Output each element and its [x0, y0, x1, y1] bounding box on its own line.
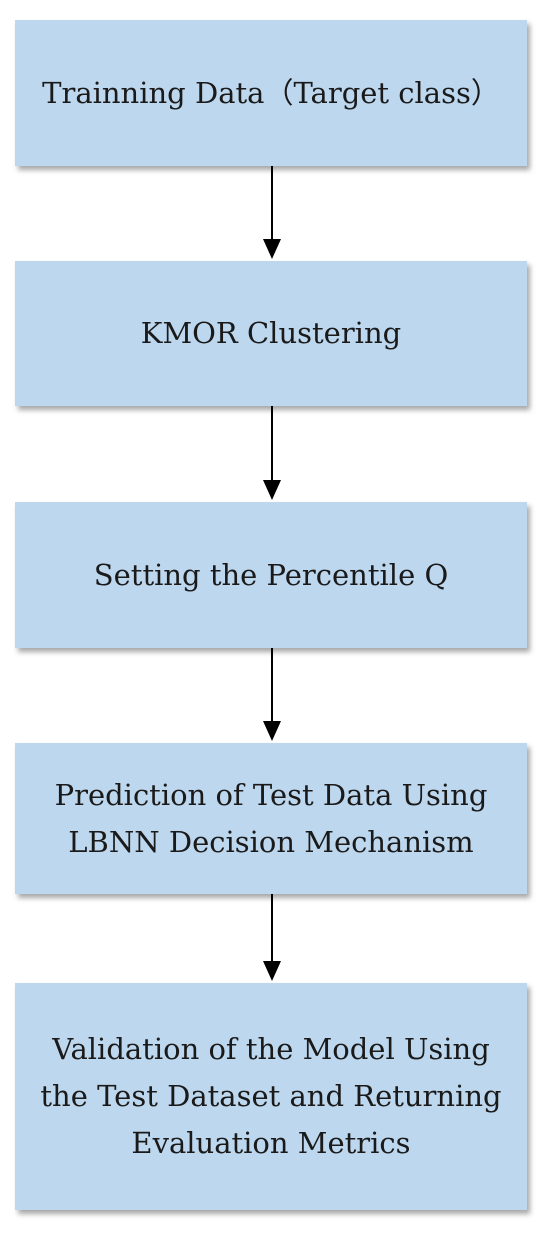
step-box-kmor-clustering: KMOR Clustering	[15, 261, 527, 406]
step-box-prediction: Prediction of Test Data Using LBNN Decis…	[15, 743, 527, 894]
step-box-training-data: Trainning Data（Target class）	[15, 20, 527, 166]
arrow-down-icon	[262, 166, 282, 261]
arrow-down-icon	[262, 648, 282, 743]
step-label: Validation of the Model Using the Test D…	[40, 1032, 502, 1160]
step-box-setting-percentile: Setting the Percentile Q	[15, 502, 527, 648]
step-label: KMOR Clustering	[140, 316, 402, 350]
step-box-validation: Validation of the Model Using the Test D…	[15, 983, 527, 1210]
arrow-down-icon	[262, 894, 282, 983]
step-label: Setting the Percentile Q	[93, 557, 449, 592]
arrow-down-icon	[262, 406, 282, 502]
step-label: Trainning Data（Target class）	[42, 75, 500, 110]
step-label: Prediction of Test Data Using LBNN Decis…	[54, 777, 488, 859]
